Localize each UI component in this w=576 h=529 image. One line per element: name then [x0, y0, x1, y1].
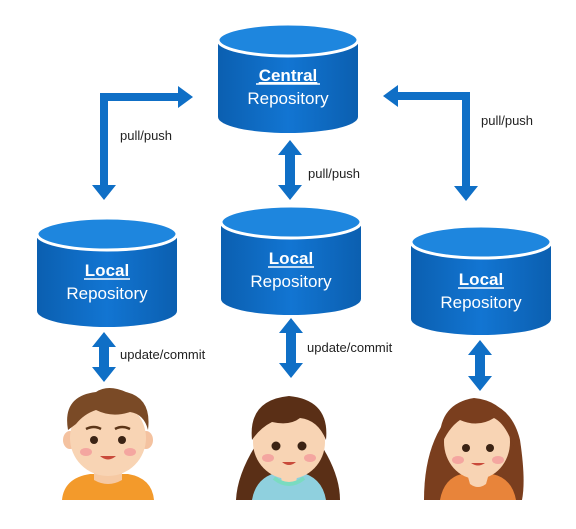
local-right-subtitle: Repository	[440, 293, 522, 312]
central-repository: Central Repository	[216, 22, 360, 133]
middle-pull-push-arrow	[278, 140, 302, 200]
local-repository-left: Local Repository	[35, 216, 179, 327]
local-left-title: Local	[85, 261, 129, 280]
local-middle-subtitle: Repository	[250, 272, 332, 291]
right-pull-push-arrow	[383, 85, 478, 201]
middle-user-edge-label: update/commit	[307, 340, 393, 355]
left-user-edge-label: update/commit	[120, 347, 206, 362]
right-update-arrow	[468, 340, 492, 391]
local-right-title: Local	[459, 270, 503, 289]
middle-update-commit-arrow	[279, 318, 303, 378]
boy-avatar-icon	[62, 388, 154, 500]
left-edge-label: pull/push	[120, 128, 172, 143]
local-repository-right: Local Repository	[409, 224, 553, 335]
central-repository-title: Central	[259, 66, 318, 85]
left-pull-push-arrow	[92, 86, 193, 200]
girl-avatar-icon	[236, 396, 340, 500]
middle-edge-label: pull/push	[308, 166, 360, 181]
central-repository-subtitle: Repository	[247, 89, 329, 108]
right-edge-label: pull/push	[481, 113, 533, 128]
left-update-commit-arrow	[92, 332, 116, 382]
local-left-subtitle: Repository	[66, 284, 148, 303]
woman-avatar-icon	[424, 398, 524, 500]
local-middle-title: Local	[269, 249, 313, 268]
local-repository-middle: Local Repository	[219, 204, 363, 315]
